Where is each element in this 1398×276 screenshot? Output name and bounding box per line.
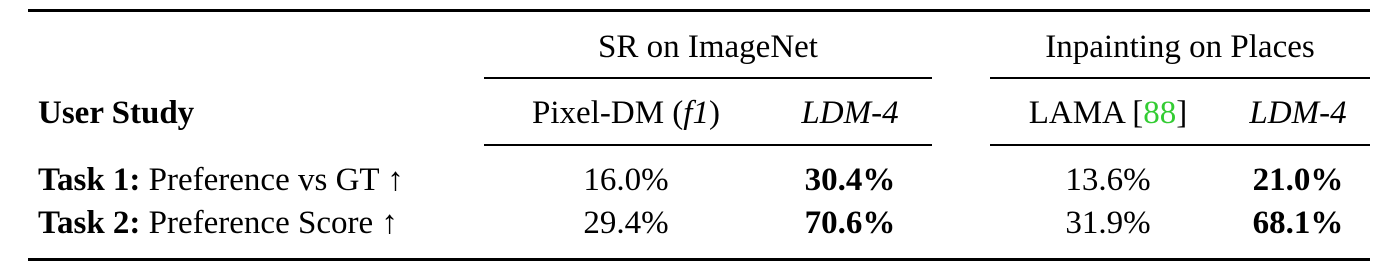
pixel-dm-math: f1	[683, 95, 709, 131]
column-header-lama: LAMA [88]	[990, 93, 1226, 133]
task-description: Preference vs GT ↑	[148, 162, 404, 198]
lama-label: LAMA [	[1028, 95, 1144, 131]
header-rule-inpainting	[990, 144, 1370, 146]
group-header-inpainting: Inpainting on Places	[1045, 29, 1315, 65]
group-rule-inpainting	[990, 77, 1370, 79]
table-cell-lama: 13.6%	[1065, 162, 1151, 198]
table-cell-lama: 31.9%	[1065, 205, 1151, 241]
table-cell-ldm4-inpaint: 68.1%	[1252, 205, 1344, 241]
column-header-ldm4-sr: LDM-4	[801, 95, 899, 131]
column-header-ldm4-inpaint: LDM-4	[1249, 95, 1347, 131]
table-row-label: Task 1: Preference vs GT ↑	[38, 160, 404, 200]
group-rule-sr	[484, 77, 932, 79]
table-row-label: Task 2: Preference Score ↑	[38, 203, 398, 243]
table-cell-ldm4-sr: 70.6%	[804, 205, 896, 241]
lama-suffix: ]	[1176, 95, 1188, 131]
pixel-dm-label: Pixel-DM (	[532, 95, 684, 131]
table-cell-ldm4-inpaint: 21.0%	[1252, 162, 1344, 198]
task-label: Task 1:	[38, 162, 141, 198]
task-label: Task 2:	[38, 205, 141, 241]
table-cell-ldm4-sr: 30.4%	[804, 162, 896, 198]
pixel-dm-suffix: )	[708, 95, 720, 131]
header-rule-sr	[484, 144, 932, 146]
top-rule	[28, 9, 1370, 12]
group-header-sr: SR on ImageNet	[598, 29, 818, 65]
table-cell-pixel-dm: 29.4%	[583, 205, 669, 241]
table-cell-pixel-dm: 16.0%	[583, 162, 669, 198]
column-header-pixel-dm: Pixel-DM (f1)	[484, 93, 768, 133]
bottom-rule	[28, 258, 1370, 261]
lama-citation-link[interactable]: 88	[1143, 95, 1177, 131]
task-description: Preference Score ↑	[148, 205, 398, 241]
row-header-title: User Study	[38, 95, 195, 131]
